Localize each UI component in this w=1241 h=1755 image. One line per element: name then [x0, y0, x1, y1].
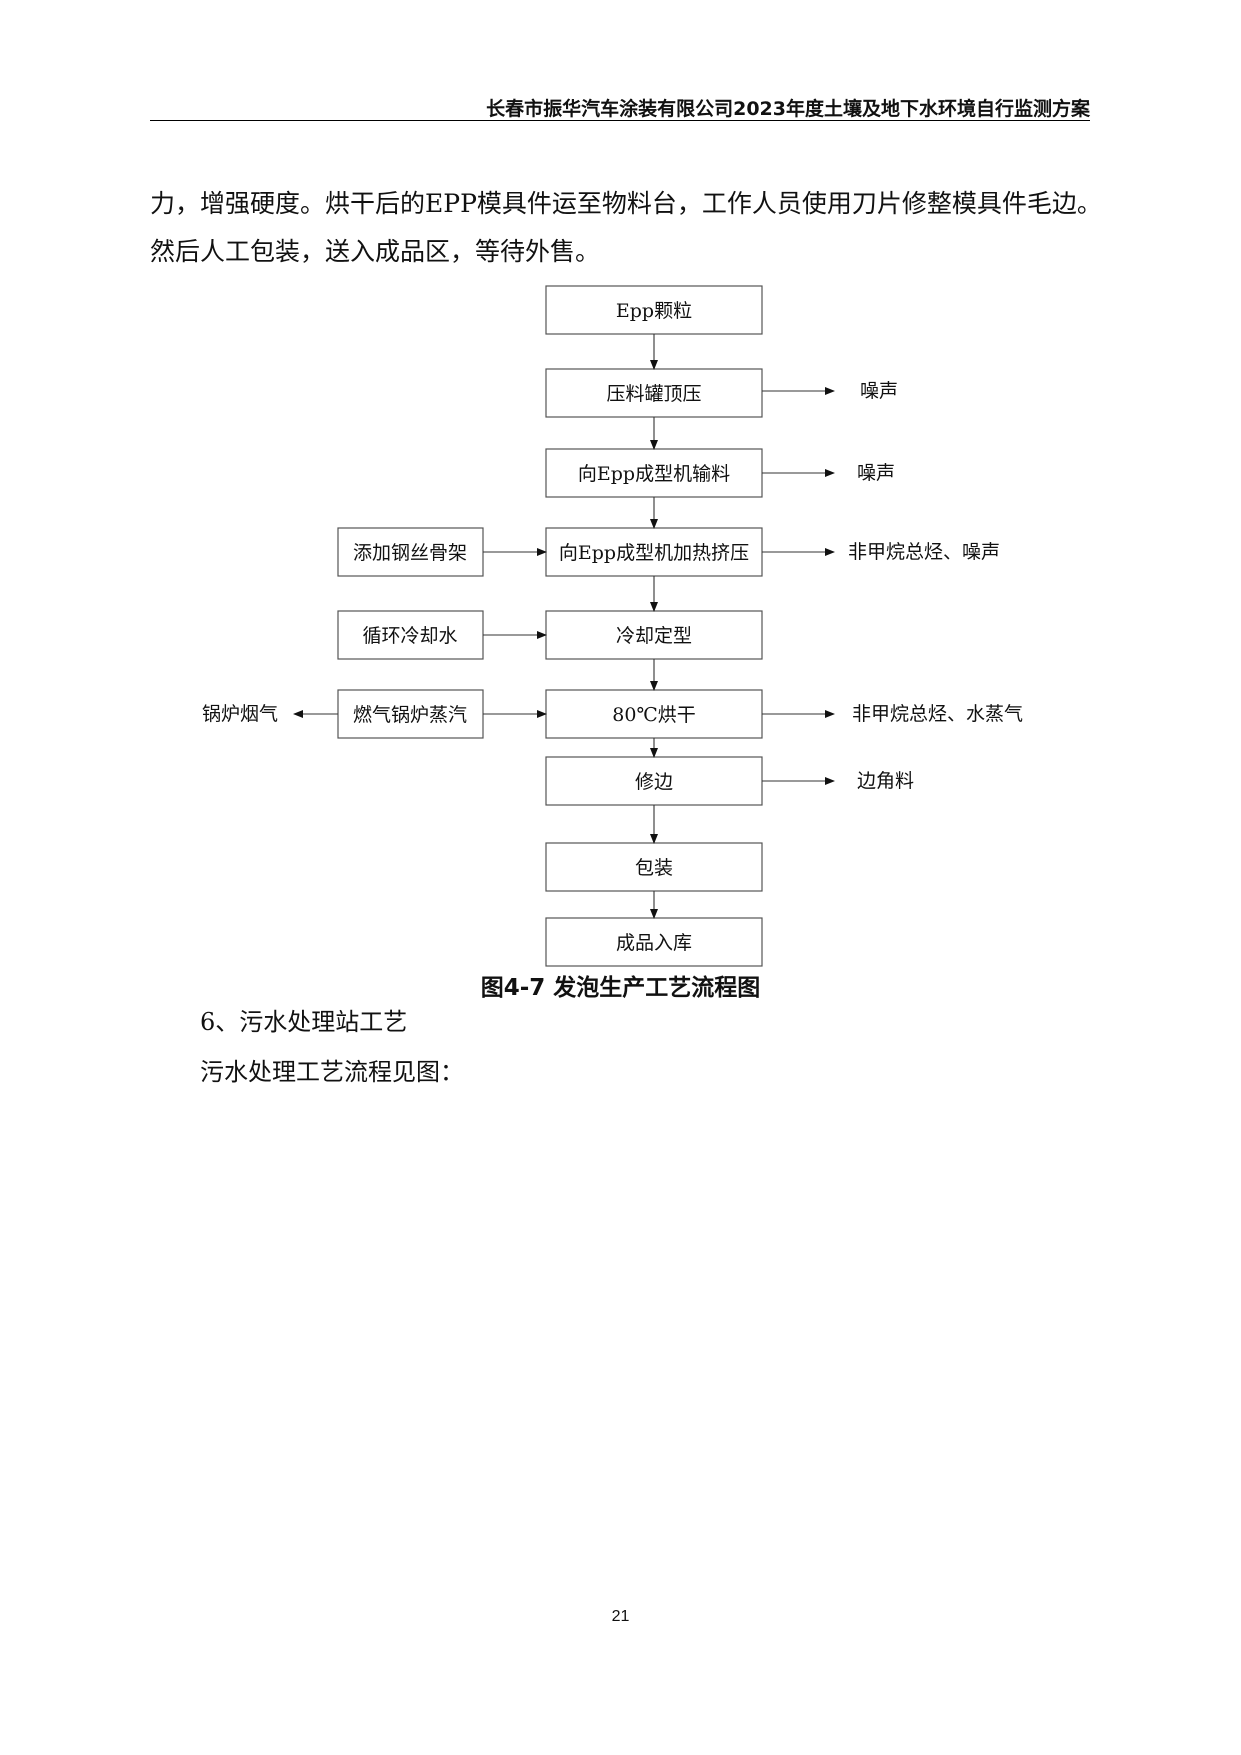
flow-output-label: 噪声	[860, 380, 898, 402]
body-paragraph-line-2: 然后人工包装，送入成品区，等待外售。	[150, 237, 601, 266]
flow-step-feed-molder: 向Epp成型机输料	[545, 448, 763, 498]
flow-step-label: 包装	[635, 857, 673, 879]
flow-step-trim: 修边	[545, 756, 763, 806]
flow-step-cool-set: 冷却定型	[545, 610, 763, 660]
flow-step-label: 80℃烘干	[612, 704, 695, 726]
flow-output-nmhc-vapor: 非甲烷总烃、水蒸气	[762, 703, 1023, 725]
section-text: 污水处理工艺流程见图：	[200, 1058, 464, 1086]
flow-step-heat-extrude: 向Epp成型机加热挤压	[545, 527, 763, 577]
flow-input-label: 循环冷却水	[362, 625, 457, 647]
flow-output-noise-2: 噪声	[762, 462, 895, 484]
flow-input-label: 燃气锅炉蒸汽	[353, 704, 467, 726]
flow-input-boiler-steam: 燃气锅炉蒸汽 锅炉烟气	[202, 689, 547, 739]
flow-output-scrap: 边角料	[762, 770, 914, 792]
flow-step-dry-80c: 80℃烘干	[545, 689, 763, 739]
flow-step-label: Epp颗粒	[616, 300, 692, 322]
flow-input-cooling-water: 循环冷却水	[337, 610, 547, 660]
flow-output-nmhc-noise: 非甲烷总烃、噪声	[762, 541, 1000, 563]
flow-step-warehouse: 成品入库	[545, 917, 763, 967]
section-heading: 6、污水处理站工艺	[200, 1008, 408, 1036]
flow-input-steel-frame: 添加钢丝骨架	[337, 527, 547, 577]
flow-step-label: 向Epp成型机输料	[578, 463, 730, 485]
header-divider	[150, 120, 1090, 121]
flow-input-label: 添加钢丝骨架	[353, 542, 467, 564]
flow-output-noise-1: 噪声	[762, 380, 898, 402]
figure-caption: 图4-7 发泡生产工艺流程图	[480, 975, 761, 1001]
flow-step-label: 冷却定型	[616, 625, 692, 647]
flow-output-label: 边角料	[857, 770, 914, 792]
flow-step-label: 压料罐顶压	[606, 383, 701, 405]
flow-output-label: 非甲烷总烃、噪声	[848, 541, 1000, 563]
page-number: 21	[611, 1608, 630, 1625]
flow-step-package: 包装	[545, 842, 763, 892]
flow-output-label: 非甲烷总烃、水蒸气	[852, 703, 1023, 725]
flow-side-output-label: 锅炉烟气	[202, 703, 278, 725]
flow-step-label: 成品入库	[616, 932, 692, 954]
flow-output-label: 噪声	[857, 462, 895, 484]
page-header: 长春市振华汽车涂装有限公司2023年度土壤及地下水环境自行监测方案	[486, 98, 1090, 120]
flow-step-epp-granules: Epp颗粒	[545, 285, 763, 335]
body-paragraph-line-1: 力，增强硬度。烘干后的EPP模具件运至物料台，工作人员使用刀片修整模具件毛边。	[150, 189, 1102, 218]
flow-step-tank-pressurize: 压料罐顶压	[545, 368, 763, 418]
flow-step-label: 修边	[635, 771, 673, 793]
flow-step-label: 向Epp成型机加热挤压	[559, 542, 749, 564]
